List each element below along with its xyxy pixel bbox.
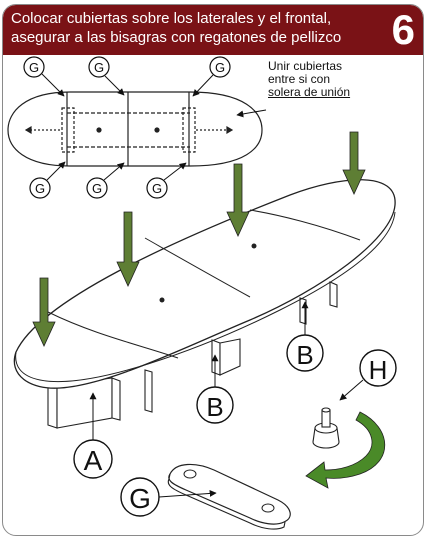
part-callouts: A B B <box>73 301 324 479</box>
rotate-arrow-icon <box>305 411 386 489</box>
svg-text:G: G <box>92 181 102 196</box>
table-top <box>13 179 396 389</box>
svg-text:G: G <box>29 60 39 75</box>
svg-text:H: H <box>369 355 388 385</box>
svg-text:G: G <box>215 60 225 75</box>
pinch-foot-icon <box>312 407 340 449</box>
joining-note: Unir cubiertas entre si con solera de un… <box>268 60 350 99</box>
instruction-header: Colocar cubiertas sobre los laterales y … <box>3 5 423 55</box>
top-view-diagram <box>7 91 263 167</box>
note-line3: solera de unión <box>268 85 351 99</box>
svg-text:B: B <box>296 340 313 370</box>
instruction-title-line1: Colocar cubiertas sobre los laterales y … <box>11 10 332 27</box>
note-line1: Unir cubiertas <box>268 59 343 73</box>
svg-text:G: G <box>129 483 151 514</box>
note-leader-line <box>236 109 267 118</box>
placement-arrows <box>32 131 366 347</box>
instruction-title-line2: asegurar a las bisagras con regatones de… <box>11 29 342 46</box>
g-callouts-top: G G G G G G <box>23 56 231 199</box>
svg-text:B: B <box>206 392 223 422</box>
svg-text:G: G <box>94 60 104 75</box>
g-connector-plate: G <box>120 463 291 530</box>
svg-text:G: G <box>35 181 45 196</box>
step-number: 6 <box>391 6 415 53</box>
svg-text:A: A <box>84 445 103 476</box>
svg-text:G: G <box>152 181 162 196</box>
note-line2: entre si con <box>268 72 331 86</box>
h-part-detail: H <box>305 349 397 489</box>
